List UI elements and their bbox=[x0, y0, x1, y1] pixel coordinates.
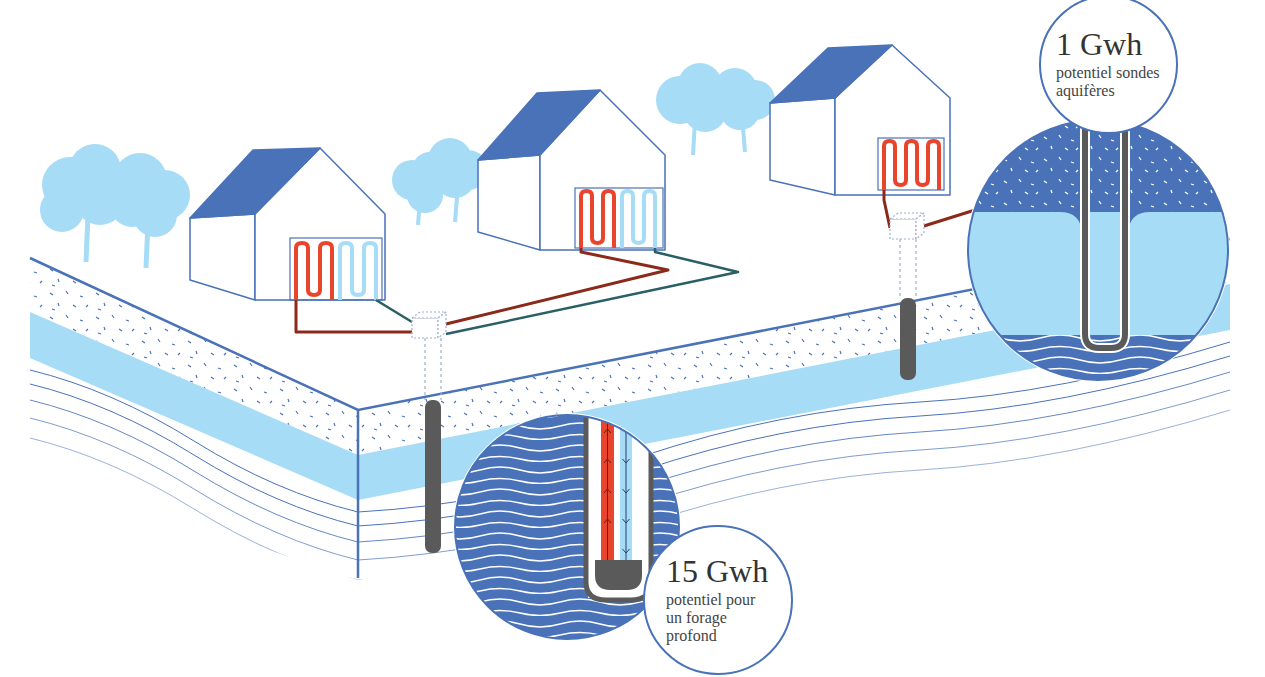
aquifer-probe-zoom bbox=[1085, 110, 1125, 348]
trees bbox=[742, 115, 745, 152]
aquifer-probe-zoom bbox=[1060, 212, 1150, 232]
aquifer-probe-zoom bbox=[1085, 110, 1125, 348]
rock-waves bbox=[30, 438, 358, 580]
callout-circle: 15 Gwh potentiel pour un forage profond bbox=[643, 525, 793, 675]
deep-well-zoom bbox=[623, 429, 630, 553]
pipe bbox=[376, 300, 412, 322]
borehole bbox=[425, 400, 441, 553]
house bbox=[478, 90, 600, 160]
heating-coil bbox=[878, 138, 944, 190]
trees bbox=[133, 193, 177, 237]
heating-coil bbox=[622, 191, 655, 248]
house bbox=[190, 214, 255, 300]
pipe bbox=[924, 210, 975, 226]
aquifer-probe-zoom bbox=[960, 212, 1240, 336]
trees bbox=[40, 63, 775, 268]
callout-circle: 1 Gwh potentiel sondes aquifères bbox=[1039, 0, 1178, 134]
pipe bbox=[884, 190, 890, 228]
deep-well-zoom bbox=[595, 560, 642, 590]
rock-waves bbox=[30, 384, 358, 526]
aquifer-probe-zoom bbox=[960, 110, 1240, 385]
rock-waves bbox=[30, 370, 358, 580]
ground-block bbox=[30, 312, 358, 500]
pipe bbox=[296, 300, 412, 332]
heating-coil bbox=[296, 243, 332, 300]
heating-coil bbox=[340, 243, 376, 300]
pipe bbox=[296, 190, 975, 334]
junction-box bbox=[438, 312, 446, 338]
rock-waves bbox=[30, 400, 358, 542]
trees bbox=[720, 90, 760, 130]
energy-value: 1 Gwh bbox=[1056, 28, 1160, 60]
callout-text: 15 Gwh potentiel pour un forage profond bbox=[666, 555, 770, 645]
borehole bbox=[900, 298, 916, 380]
junction-box bbox=[916, 213, 924, 239]
deep-well-zoom bbox=[601, 405, 614, 563]
energy-value: 15 Gwh bbox=[666, 555, 770, 587]
deep-well-zoom bbox=[607, 410, 608, 560]
house bbox=[190, 45, 950, 300]
potential-note: potentiel pour un forage profond bbox=[666, 591, 770, 645]
pipe bbox=[446, 248, 738, 334]
trees bbox=[418, 200, 420, 225]
aquifer-probe-zoom bbox=[968, 120, 1228, 380]
aquifer-probe-zoom bbox=[960, 110, 1240, 385]
junction-box bbox=[890, 219, 916, 239]
ground-edges bbox=[357, 410, 360, 578]
deep-well-zoom bbox=[604, 429, 611, 523]
rock-waves bbox=[30, 370, 358, 512]
rock-waves bbox=[30, 342, 1230, 580]
trees bbox=[146, 222, 148, 268]
aquifer-probe-zoom bbox=[960, 335, 1240, 385]
trees bbox=[40, 188, 84, 232]
trees bbox=[693, 120, 695, 155]
trees bbox=[86, 215, 88, 262]
trees bbox=[455, 185, 458, 222]
heating-coil bbox=[884, 141, 939, 190]
borehole bbox=[425, 338, 441, 400]
heating-coil bbox=[575, 188, 663, 248]
rock-waves bbox=[30, 418, 358, 560]
deep-well-zoom bbox=[588, 405, 649, 598]
junction-box bbox=[412, 318, 438, 338]
aquifer-probe-zoom bbox=[960, 335, 1240, 385]
pipe bbox=[446, 248, 668, 324]
house bbox=[770, 45, 892, 103]
heating-coil bbox=[290, 138, 944, 300]
callout-text: 1 Gwh potentiel sondes aquifères bbox=[1056, 28, 1160, 100]
house bbox=[190, 148, 320, 218]
house bbox=[770, 98, 835, 195]
trees bbox=[435, 158, 475, 198]
deep-well-zoom bbox=[586, 405, 651, 600]
heating-coil bbox=[290, 238, 382, 300]
junction-box bbox=[412, 213, 924, 338]
potential-note: potentiel sondes aquifères bbox=[1056, 64, 1160, 100]
borehole bbox=[900, 239, 916, 298]
house bbox=[478, 155, 540, 250]
heating-coil bbox=[581, 191, 614, 248]
